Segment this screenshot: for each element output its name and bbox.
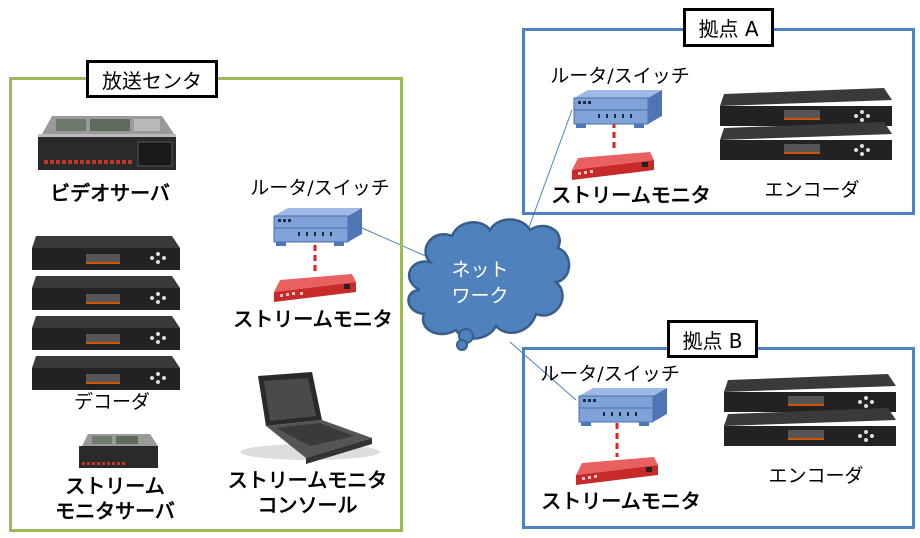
- network-cloud-icon: [407, 218, 571, 351]
- site-a-stream-monitor-label: ストリームモニタ: [551, 183, 711, 207]
- encoder-unit: [720, 88, 892, 126]
- broadcast-router-icon: [273, 208, 362, 246]
- link-network-to-site-b: [509, 341, 577, 401]
- site-b-title: 拠点 B: [667, 320, 758, 358]
- decoder-label: デコーダ: [73, 391, 150, 413]
- link-network-to-site-a: [527, 109, 573, 231]
- network-label: ネット ワーク: [440, 258, 520, 309]
- site-b-stream-monitor-icon: [576, 457, 658, 485]
- stream-monitor-server-label-line1: ストリーム: [65, 474, 165, 498]
- site-b-stream-monitor-label: ストリームモニタ: [541, 489, 701, 513]
- broadcast-router-label: ルータ/スイッチ: [250, 177, 390, 199]
- video-server-label: ビデオサーバ: [50, 181, 170, 205]
- site-a-stream-monitor-icon: [572, 152, 654, 180]
- network-label-line1: ネット: [451, 259, 509, 281]
- site-a-title: 拠点 A: [683, 8, 774, 47]
- decoder-unit: [32, 276, 180, 310]
- stream-monitor-server-label-line2: モニタサーバ: [55, 499, 175, 523]
- stream-monitor-server-label: ストリーム モニタサーバ: [40, 474, 190, 524]
- console-label: ストリームモニタ コンソール: [220, 468, 395, 518]
- network-label-line2: ワーク: [451, 284, 509, 307]
- video-server-icon: [38, 116, 176, 170]
- encoder-unit: [724, 374, 896, 412]
- decoder-stack: [30, 232, 180, 406]
- laptop-console-icon: [240, 372, 380, 464]
- encoder-unit: [724, 408, 896, 446]
- site-b-router-label: ルータ/スイッチ: [540, 363, 680, 385]
- console-label-line1: ストリームモニタ: [227, 468, 388, 492]
- site-b-encoder-stack-icon: [724, 374, 896, 446]
- site-a-encoder-stack-icon: [720, 88, 892, 160]
- broadcast-center-title: 放送センタ: [86, 60, 218, 98]
- site-b-router-icon: [578, 388, 667, 426]
- link-broadcast-to-network: [361, 227, 431, 259]
- stream-monitor-server-icon: [79, 434, 158, 468]
- decoder-unit: [32, 356, 180, 390]
- site-a-router-label: ルータ/スイッチ: [550, 65, 690, 87]
- encoder-unit: [720, 122, 892, 160]
- decoder-unit: [32, 316, 180, 350]
- site-b-encoder-label: エンコーダ: [768, 465, 864, 487]
- decoder-rack-icon: [32, 236, 180, 390]
- console-label-line2: コンソール: [257, 493, 358, 517]
- site-a-router-icon: [573, 90, 662, 128]
- site-a-encoder-label: エンコーダ: [764, 179, 860, 201]
- broadcast-stream-monitor-label: ストリームモニタ: [233, 307, 393, 331]
- decoder-unit: [32, 236, 180, 270]
- broadcast-stream-monitor-icon: [274, 274, 356, 302]
